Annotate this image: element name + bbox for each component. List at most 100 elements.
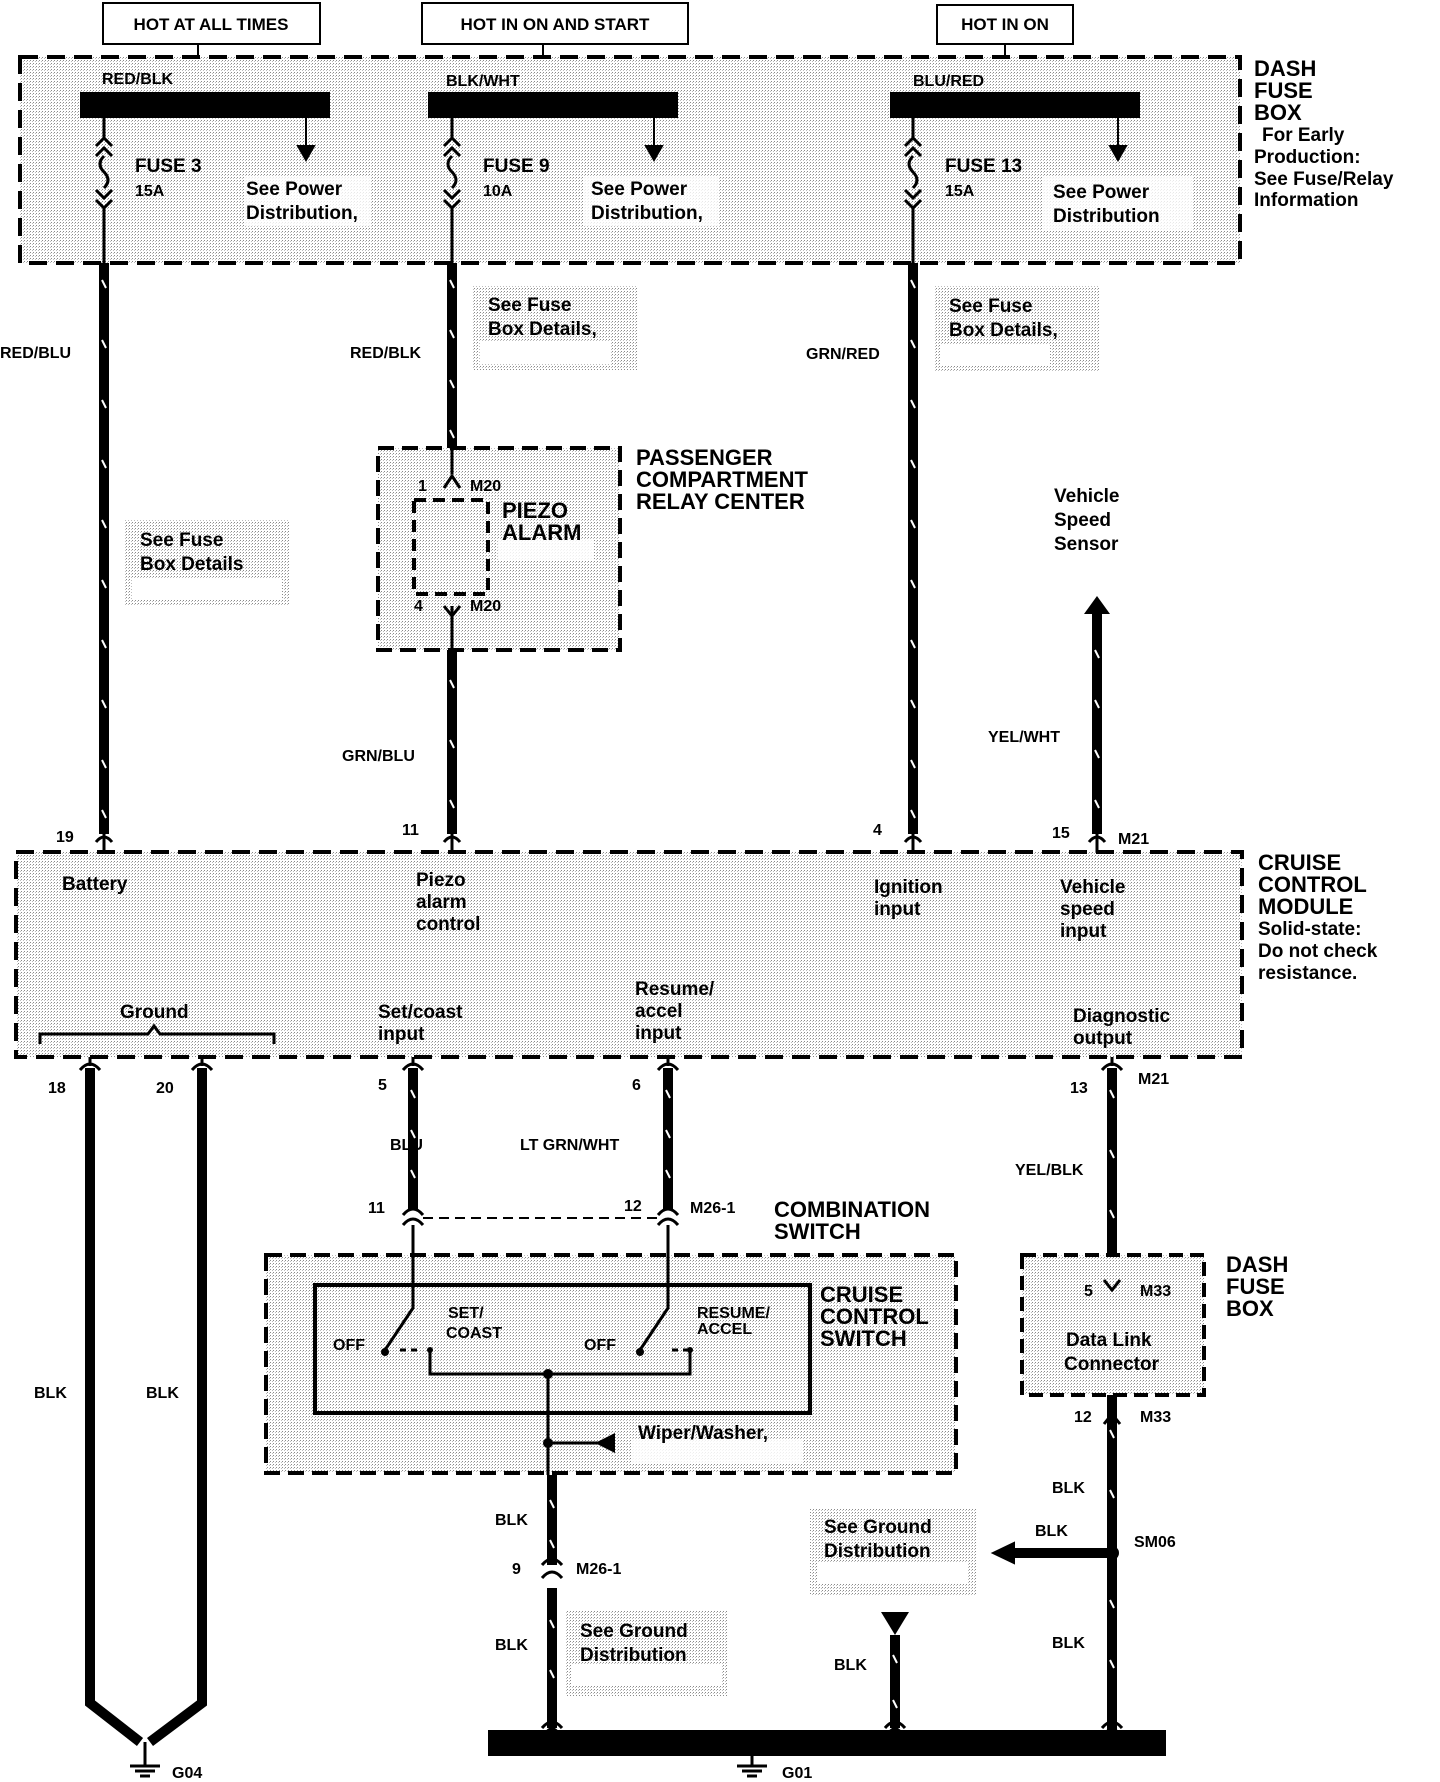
svg-text:COMBINATION: COMBINATION (774, 1197, 930, 1222)
svg-text:COMPARTMENT: COMPARTMENT (636, 467, 808, 492)
svg-text:SWITCH: SWITCH (774, 1219, 861, 1244)
svg-text:input: input (378, 1024, 425, 1045)
svg-text:Information: Information (1254, 190, 1359, 211)
svg-text:11: 11 (368, 1200, 385, 1217)
wire-label-blk-switch-lower: BLK (495, 1637, 528, 1654)
svg-text:M21: M21 (1138, 1071, 1169, 1088)
set-coast-contact-icon (381, 1348, 389, 1356)
svg-text:Ignition: Ignition (874, 877, 943, 898)
svg-text:6: 6 (632, 1077, 641, 1094)
svg-text:accel: accel (635, 1001, 683, 1022)
svg-text:See Ground: See Ground (580, 1621, 688, 1642)
piezo-alarm (412, 498, 490, 596)
svg-text:MODULE: MODULE (1258, 894, 1353, 919)
svg-text:See Fuse/Relay: See Fuse/Relay (1254, 169, 1394, 190)
svg-text:For Early: For Early (1262, 125, 1345, 146)
module-title: CRUISE CONTROL MODULE Solid-state: Do no… (1258, 850, 1378, 984)
wire-label-blk-g04-a: BLK (34, 1385, 67, 1402)
svg-text:CRUISE: CRUISE (820, 1282, 903, 1307)
relay-pin-4: 4 (414, 598, 423, 615)
piezo-alarm-label: PIEZO ALARM (498, 498, 594, 560)
svg-text:12: 12 (624, 1198, 642, 1215)
svg-text:FUSE 13: FUSE 13 (945, 156, 1022, 177)
wiper-washer-label: Wiper/Washer, (632, 1423, 802, 1464)
svg-text:M26-1: M26-1 (576, 1561, 621, 1578)
svg-text:See Fuse: See Fuse (949, 296, 1032, 317)
wire-label-blk-dlc-lower: BLK (1052, 1635, 1085, 1652)
svg-text:Do not check: Do not check (1258, 941, 1378, 962)
cruise-control-switch-title: CRUISE CONTROL SWITCH (820, 1282, 929, 1351)
svg-text:HOT IN ON: HOT IN ON (961, 15, 1049, 34)
dash-fuse-box-title: DASH FUSE BOX For Early Production: See … (1254, 56, 1394, 211)
fuse-9-icon (442, 118, 462, 263)
wiper-washer-arrow-icon (595, 1433, 615, 1453)
svg-text:RESUME/: RESUME/ (697, 1305, 770, 1322)
see-fuse-box-details-3: See Fuse Box Details (124, 520, 290, 606)
fuse-3-label: FUSE 3 15A See Power Distribution, (135, 156, 370, 226)
svg-text:FUSE 3: FUSE 3 (135, 156, 202, 177)
module-vehicle-speed-input-label: Vehicle speed input (1060, 877, 1126, 942)
svg-text:PIEZO: PIEZO (502, 498, 568, 523)
relay-connector-m20-top: M20 (470, 478, 501, 495)
ground-g04-label: G04 (172, 1765, 202, 1782)
svg-text:ALARM: ALARM (502, 520, 581, 545)
combination-switch-connector-top: 11 12 M26-1 (368, 1198, 735, 1227)
svg-text:Connector: Connector (1064, 1354, 1160, 1375)
relay-pin-1: 1 (418, 478, 427, 495)
svg-text:Box Details,: Box Details, (488, 319, 597, 340)
svg-text:See Power: See Power (246, 179, 343, 200)
svg-text:Resume/: Resume/ (635, 979, 715, 1000)
svg-text:See Ground: See Ground (824, 1517, 932, 1538)
svg-text:FUSE: FUSE (1254, 78, 1313, 103)
bus-bar-2 (428, 92, 678, 118)
svg-text:Distribution: Distribution (1053, 206, 1160, 227)
combination-switch-title: COMBINATION SWITCH (774, 1197, 930, 1244)
svg-text:Wiper/Washer,: Wiper/Washer, (638, 1423, 768, 1444)
see-fuse-box-details-2: See Fuse Box Details, (934, 286, 1100, 372)
svg-text:input: input (874, 899, 921, 920)
svg-text:SET/: SET/ (448, 1305, 484, 1322)
fuse-9-label: FUSE 9 10A See Power Distribution, (483, 156, 718, 226)
svg-text:Sensor: Sensor (1054, 534, 1119, 555)
svg-text:output: output (1073, 1028, 1133, 1049)
module-bottom-pins: 18 20 5 6 13 M21 (48, 1071, 1169, 1097)
svg-text:RELAY CENTER: RELAY CENTER (636, 489, 805, 514)
combination-switch-connector-bottom: 9 M26-1 (512, 1557, 621, 1580)
dlc-fuse-box-title: DASH FUSE BOX (1226, 1252, 1288, 1321)
wire-label-grn-blu: GRN/BLU (342, 748, 415, 765)
svg-text:Box Details,: Box Details, (949, 320, 1058, 341)
ground-g04-icon (130, 1758, 160, 1778)
module-top-pins: 19 11 4 15 M21 (56, 822, 1149, 848)
set-coast-label: SET/ COAST (446, 1305, 502, 1342)
relay-center-title: PASSENGER COMPARTMENT RELAY CENTER (636, 445, 808, 514)
data-link-connector-box (1020, 1253, 1206, 1397)
see-ground-distribution-2: See Ground Distribution (565, 1610, 728, 1696)
wire-label-blk-g04-b: BLK (146, 1385, 179, 1402)
svg-text:Distribution: Distribution (824, 1541, 931, 1562)
power-distribution-arrow-icon (644, 118, 664, 163)
svg-text:20: 20 (156, 1080, 174, 1097)
svg-text:BOX: BOX (1226, 1296, 1274, 1321)
hot-in-on-label: HOT IN ON (936, 4, 1074, 45)
svg-text:input: input (635, 1023, 682, 1044)
wire-label-yel-blk: YEL/BLK (1015, 1162, 1084, 1179)
ground-bracket (38, 1023, 276, 1044)
svg-text:Vehicle: Vehicle (1060, 877, 1126, 898)
svg-text:Box Details: Box Details (140, 554, 243, 575)
wire-label-blk-ground: BLK (834, 1657, 867, 1674)
see-ground-distribution-1: See Ground Distribution (810, 1508, 976, 1596)
svg-text:See Fuse: See Fuse (140, 530, 223, 551)
bus-bar-1 (80, 92, 330, 118)
dlc-connector-m33-bottom: M33 (1140, 1409, 1171, 1426)
svg-text:CONTROL: CONTROL (820, 1304, 929, 1329)
wire-label-blk-splice: BLK (1035, 1523, 1068, 1540)
dlc-connector-m33-top: M33 (1140, 1283, 1171, 1300)
svg-text:FUSE: FUSE (1226, 1274, 1285, 1299)
splice-sm06-label: SM06 (1134, 1534, 1176, 1551)
wire-label-blk-switch: BLK (495, 1512, 528, 1529)
module-diagnostic-output-label: Diagnostic output (1073, 1006, 1171, 1049)
set-coast-off-label: OFF (333, 1337, 365, 1354)
svg-text:Data Link: Data Link (1066, 1330, 1152, 1351)
dlc-pin-5: 5 (1084, 1283, 1093, 1300)
